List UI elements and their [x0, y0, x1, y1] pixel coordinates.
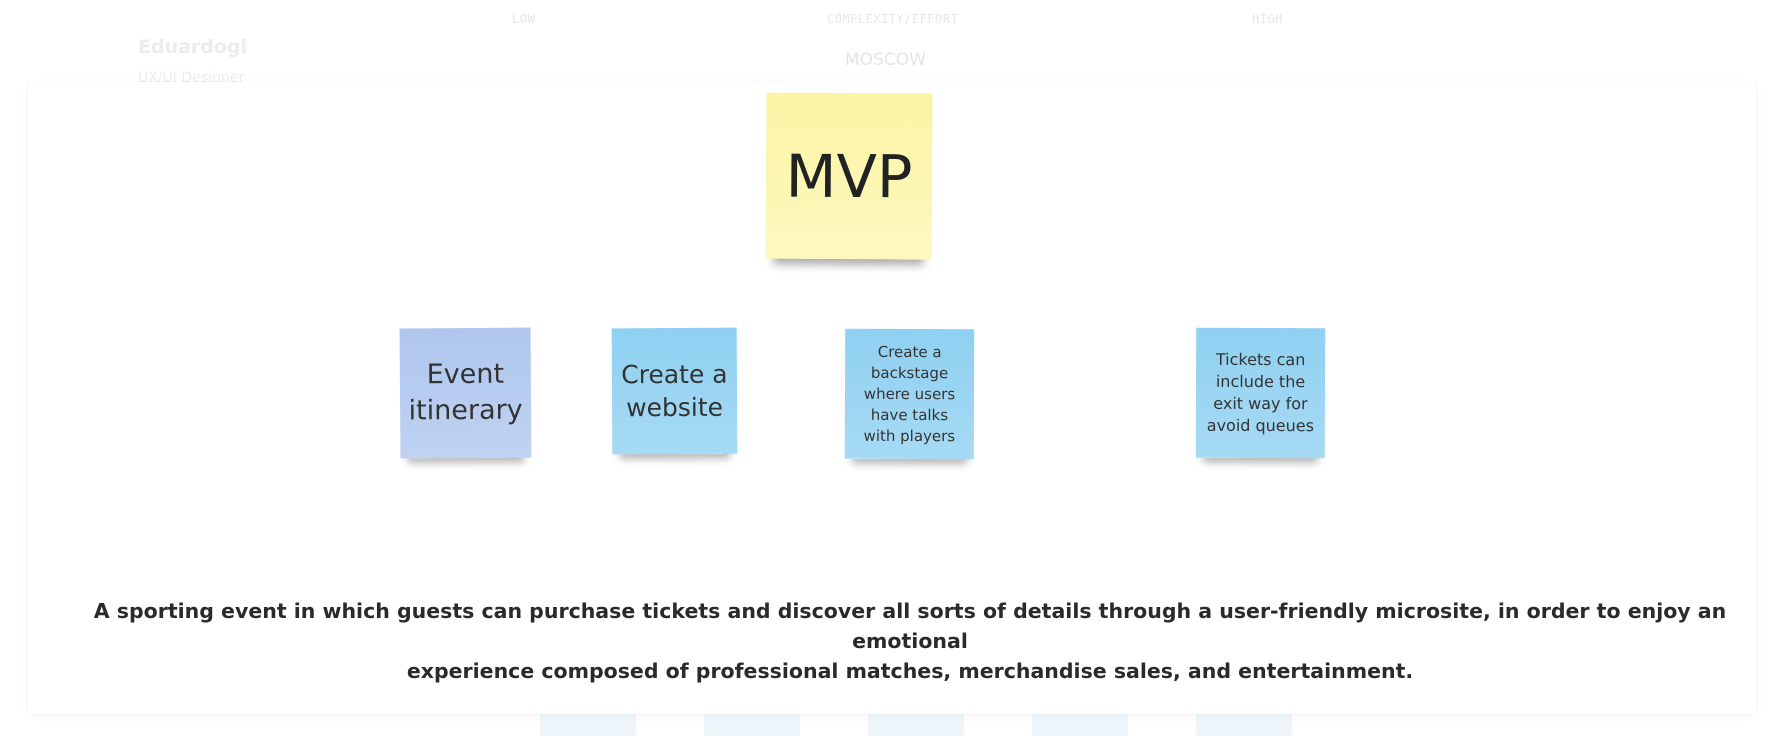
- sticky-note-tickets-exit[interactable]: Tickets can include the exit way for avo…: [1195, 327, 1326, 459]
- sticky-note-text: Create a website: [621, 359, 728, 423]
- background-sticky: [1032, 712, 1128, 736]
- background-sticky: [1196, 712, 1292, 736]
- statement-line-1: A sporting event in which guests can pur…: [93, 599, 1727, 653]
- sticky-note-backstage[interactable]: Create a backstage where users have talk…: [844, 328, 975, 460]
- sticky-note-text: MVP: [785, 141, 913, 211]
- sticky-note-text: Tickets can include the exit way for avo…: [1206, 349, 1315, 436]
- author-name: Eduardogi: [138, 36, 248, 58]
- sticky-note-create-website[interactable]: Create a website: [611, 327, 738, 455]
- sticky-note-event-itinerary[interactable]: Event itinerary: [399, 327, 532, 459]
- background-sticky: [704, 712, 800, 736]
- background-sticky: [540, 712, 636, 736]
- axis-label-low: LOW: [512, 12, 536, 26]
- sticky-note-text: Event itinerary: [408, 358, 523, 427]
- section-title: MOSCOW: [845, 50, 926, 70]
- sticky-note-mvp[interactable]: MVP: [765, 92, 933, 260]
- axis-title: COMPLEXITY/EFFORT: [827, 12, 959, 26]
- problem-statement: A sporting event in which guests can pur…: [60, 596, 1760, 686]
- statement-line-2: experience composed of professional matc…: [406, 659, 1414, 683]
- axis-label-high: HIGH: [1252, 12, 1283, 26]
- sticky-note-text: Create a backstage where users have talk…: [863, 342, 956, 445]
- background-sticky: [868, 712, 964, 736]
